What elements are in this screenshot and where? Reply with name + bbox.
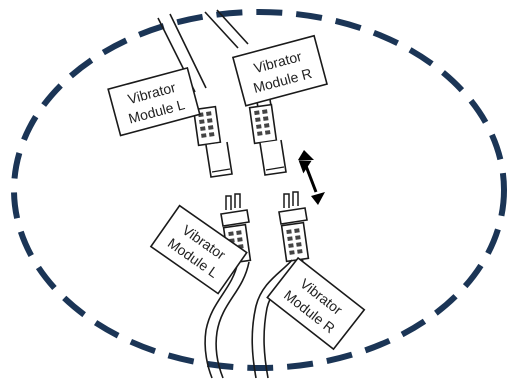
top-right-cable-assembly: Vibrator Module R	[204, 9, 328, 176]
top-right-cable	[204, 9, 249, 49]
dashed-outline	[11, 9, 507, 371]
bottom-right-plug	[278, 191, 310, 263]
bottom-left-cable	[204, 261, 250, 379]
top-right-connector	[248, 103, 287, 176]
top-right-label: Vibrator Module R	[231, 34, 328, 107]
top-left-connector	[192, 105, 233, 178]
top-left-cable-assembly: Vibrator Module L	[107, 13, 233, 178]
bottom-right-cable-assembly: Vibrator Module R	[251, 191, 366, 379]
bottom-left-cable-assembly: Vibrator Module L	[149, 193, 252, 379]
double-arrow-icon	[298, 150, 325, 205]
top-left-label: Vibrator Module L	[107, 66, 201, 137]
bottom-right-label: Vibrator Module R	[266, 256, 366, 351]
